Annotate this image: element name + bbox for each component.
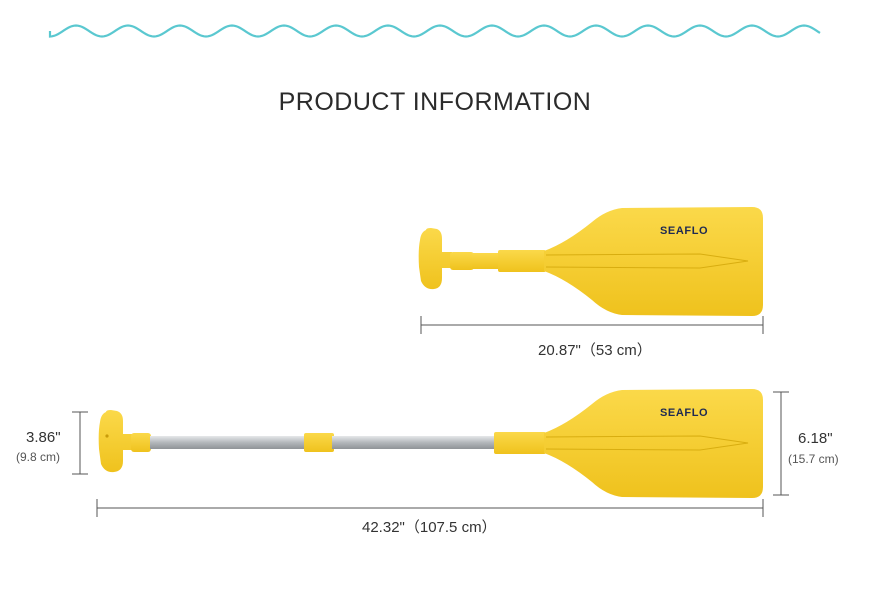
paddle-short-blade (544, 207, 763, 316)
blade-width-inches: 6.18" (798, 430, 833, 447)
paddle-short-brand: SEAFLO (660, 225, 708, 237)
paddle-long-grip (98, 410, 134, 473)
paddle-long-shaft-left (150, 436, 306, 449)
paddle-long-brand: SEAFLO (660, 407, 708, 419)
paddle-short: SEAFLO (418, 207, 763, 316)
long-length-label: 42.32"（107.5 cm） (362, 519, 497, 536)
paddle-short-collar (450, 252, 474, 270)
paddle-long-collar (131, 433, 151, 452)
dimension-short-length (420, 316, 764, 334)
paddle-long-shaft-right (332, 436, 496, 449)
paddle-short-sleeve (498, 250, 546, 272)
paddle-long-sleeve (494, 432, 546, 454)
paddle-short-grip (418, 228, 452, 290)
dimension-grip-width (72, 411, 88, 475)
paddle-long-blade (544, 389, 763, 498)
blade-width-cm: (15.7 cm) (788, 452, 839, 466)
grip-width-inches: 3.86" (26, 429, 61, 446)
paddle-long: SEAFLO (98, 389, 763, 498)
paddle-long-joint (304, 433, 334, 452)
dimension-long-length (96, 499, 764, 517)
page-title: PRODUCT INFORMATION (278, 88, 592, 116)
short-length-label: 20.87"（53 cm） (538, 342, 652, 359)
dimension-blade-width (773, 391, 789, 496)
paddle-short-shaft (472, 253, 502, 269)
grip-width-cm: (9.8 cm) (16, 450, 61, 464)
